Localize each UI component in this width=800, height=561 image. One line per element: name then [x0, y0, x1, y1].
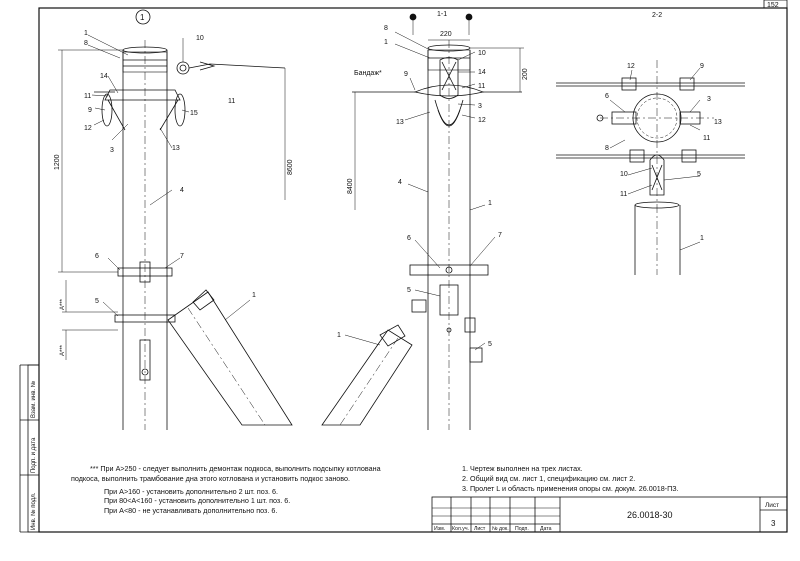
callout: 9 — [88, 107, 92, 114]
callout: 5 — [697, 171, 701, 178]
callout: 7 — [498, 232, 502, 239]
title-block — [431, 496, 788, 533]
page-number-box — [763, 0, 788, 9]
callout: 8 — [84, 40, 88, 47]
callout: 9 — [700, 63, 704, 70]
callout: 7 — [180, 253, 184, 260]
view-1-callouts: 1 8 10 14 11 11 9 12 3 15 13 4 6 7 5 1 — [84, 30, 256, 305]
note-left-5: При A<80 - не устанавливать дополнительн… — [104, 506, 278, 515]
drawing-frame — [38, 7, 788, 533]
view-3-section: 2-2 — [556, 12, 745, 275]
callout: 15 — [190, 110, 198, 117]
dim-a-1: A*** — [60, 298, 66, 310]
callout: 11 — [620, 191, 627, 198]
note-right-1: 1. Чертеж выполнен на трех листах. — [462, 464, 583, 473]
section-1-1-label: 1-1 — [437, 11, 447, 18]
tb-col-doc: № док. — [492, 526, 509, 532]
note-right-2: 2. Общий вид см. лист 1, спецификацию см… — [462, 474, 636, 483]
sheet-number: 3 — [771, 519, 776, 528]
callout: 4 — [398, 179, 402, 186]
view-2-labels: 1-1 220 200 8400 Бандаж* — [347, 11, 529, 194]
stamp-podp-data: Подп. и дата — [31, 437, 37, 473]
callout: 5 — [407, 287, 411, 294]
view-1-dims: 1200 8600 A*** A*** — [54, 154, 294, 356]
callout: 1 — [84, 30, 88, 37]
tb-col-izm: Изм. — [434, 526, 445, 532]
callout: 4 — [180, 187, 184, 194]
callout: 12 — [478, 117, 486, 124]
sheet-label: Лист — [765, 502, 779, 509]
view-3-callouts: 12 9 6 3 8 13 11 10 5 11 1 — [605, 63, 722, 242]
callout: 6 — [407, 235, 411, 242]
callout: 3 — [707, 96, 711, 103]
section-2-2-label: 2-2 — [652, 12, 662, 19]
callout: 5 — [95, 298, 99, 305]
callout: 10 — [478, 50, 486, 57]
dim-8400: 8400 — [347, 178, 354, 194]
callout: 10 — [620, 171, 628, 178]
callout: 10 — [196, 35, 204, 42]
dim-220: 220 — [440, 31, 452, 38]
callout: 1 — [252, 292, 256, 299]
tb-col-kol: Кол.уч. — [452, 526, 469, 532]
view-1-general: 1 — [58, 9, 293, 430]
callout: 3 — [478, 103, 482, 110]
callout: 8 — [605, 145, 609, 152]
stamp-vzam-inv: Взам. инв. № — [31, 380, 37, 418]
dim-8600: 8600 — [287, 159, 294, 175]
callout: 11 — [478, 83, 485, 90]
callout: 6 — [95, 253, 99, 260]
tb-col-list: Лист — [474, 526, 486, 532]
dim-1200: 1200 — [54, 154, 61, 170]
title-block-text: Изм. Кол.уч. Лист № док. Подп. Дата 26.0… — [434, 502, 779, 532]
callout: 13 — [172, 145, 180, 152]
callout: 14 — [478, 69, 486, 76]
stamp-inv-podl: Инв. № подл. — [31, 492, 37, 530]
callout: 12 — [84, 125, 92, 132]
page-number: 152 — [767, 2, 779, 9]
note-left-3: При A>160 - установить дополнительно 2 ш… — [104, 487, 279, 496]
dim-a-2: A*** — [60, 344, 66, 356]
bandage-label: Бандаж* — [354, 70, 382, 77]
callout: 12 — [627, 63, 635, 70]
note-right-3: 3. Пролет L и область применения опоры с… — [462, 484, 679, 493]
callout: 3 — [110, 147, 114, 154]
callout: 13 — [396, 119, 404, 126]
callout: 1 — [488, 200, 492, 207]
callout: 8 — [384, 25, 388, 32]
callout: 9 — [404, 71, 408, 78]
tb-col-podp: Подп. — [515, 526, 529, 532]
callout: 11 — [228, 98, 235, 105]
callout: 6 — [605, 93, 609, 100]
callout: 5 — [488, 341, 492, 348]
note-left-2: подкоса, выполнить трамбование дна этого… — [71, 474, 351, 483]
callout: 1 — [700, 235, 704, 242]
view-2-callouts: 8 1 10 9 14 11 3 13 12 4 1 6 7 5 5 1 — [337, 25, 502, 348]
callout: 11 — [84, 93, 91, 100]
dim-200: 200 — [522, 68, 529, 80]
tb-col-date: Дата — [540, 526, 552, 532]
callout: 13 — [714, 119, 722, 126]
document-code: 26.0018-30 — [627, 510, 673, 520]
callout: 1 — [337, 332, 341, 339]
callout: 1 — [384, 39, 388, 46]
callout: 14 — [100, 73, 108, 80]
view-1-label: 1 — [140, 13, 145, 22]
callout: 11 — [703, 135, 710, 142]
side-stamp — [19, 364, 40, 533]
note-left-4: При 80<A<160 - установить дополнительно … — [104, 496, 291, 505]
note-left-1: *** При A>250 - следует выполнить демонт… — [90, 464, 381, 473]
view-2-section — [321, 13, 524, 430]
